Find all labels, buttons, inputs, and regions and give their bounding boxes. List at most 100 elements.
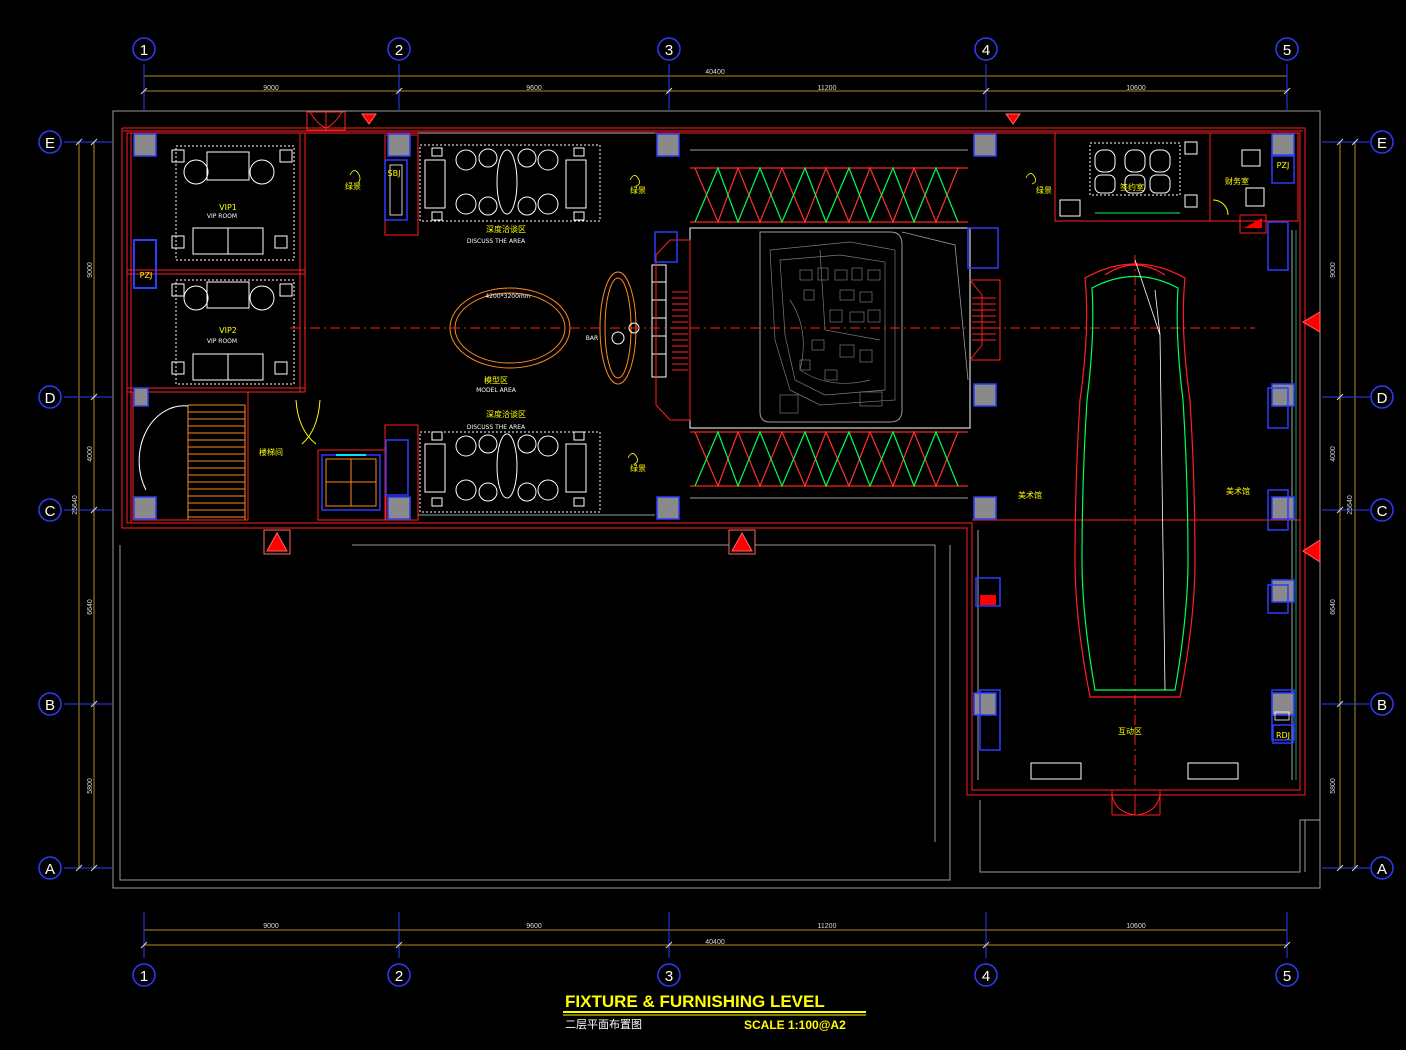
atrium-glass-upper: [690, 166, 968, 224]
sign-room: [1059, 141, 1198, 217]
stair-door-swing-2: [301, 399, 321, 445]
finance-room: [1212, 149, 1265, 216]
grid-bubble-row-e-left: E: [38, 130, 62, 154]
fire-hydrant-icon: [980, 595, 996, 605]
model-table-size: 4200*3200mm: [485, 293, 530, 300]
dim-bottom-total: 40400: [705, 939, 725, 946]
site-model: [769, 241, 896, 414]
stair-curve: [138, 405, 189, 491]
finance-label: 财务室: [1225, 176, 1249, 186]
dim-bottom-1: 9000: [263, 923, 279, 930]
svg-text:3: 3: [665, 42, 673, 59]
pzj-right-frame: [1271, 154, 1295, 184]
dimension-labels: 9000 9600 11200 10600 40400 9000 9600 11…: [72, 69, 1354, 946]
pzj-right-label: PZJ: [1277, 161, 1290, 170]
atrium-pillar-right-top: [967, 227, 999, 269]
green-label-2: 绿景: [630, 186, 646, 195]
svg-text:E: E: [1377, 135, 1387, 152]
bar-stool-icon: [611, 331, 625, 345]
discuss-lower-cn: 深度洽谈区: [486, 409, 526, 419]
svg-text:1: 1: [140, 42, 148, 59]
grid-bubble-row-b-right: B: [1370, 692, 1394, 716]
dim-top-2: 9600: [526, 85, 542, 92]
dim-bottom-4: 10600: [1126, 923, 1146, 930]
dim-top-3: 11200: [818, 85, 837, 92]
pzj-left-label: PZJ: [140, 271, 153, 280]
svg-text:4: 4: [982, 968, 990, 985]
grid-bubbles: 1 2 3 4 5 1 2 3 4 5 E D C B A E D C B A: [38, 37, 1394, 987]
grid-bubble-col-5-bottom: 5: [1275, 963, 1299, 987]
vip-room-2: [171, 279, 295, 385]
finance-door-frame: [1239, 214, 1267, 234]
main-entrance-doors: [1111, 794, 1161, 816]
dim-right-2: 4000: [1330, 446, 1337, 462]
discuss-lower-en: DISCUSS THE AREA: [467, 424, 526, 431]
grid-bubble-row-c-left: C: [38, 498, 62, 522]
svg-text:A: A: [45, 861, 55, 878]
sign-room-label: 签约室: [1120, 182, 1144, 192]
walls: [121, 111, 1306, 816]
model-area-en: MODEL AREA: [476, 387, 517, 394]
svg-text:D: D: [1377, 390, 1388, 407]
grid-bubble-col-4-top: 4: [974, 37, 998, 61]
grid-bubble-row-e-right: E: [1370, 130, 1394, 154]
stair-door-swing: [295, 399, 317, 445]
art-right-label: 美术馆: [1226, 486, 1250, 496]
dim-right-total: 25640: [1347, 495, 1354, 515]
svg-text:A: A: [1377, 861, 1387, 878]
grid-bubble-row-d-right: D: [1370, 385, 1394, 409]
svg-text:2: 2: [395, 968, 403, 985]
discuss-area-upper: [419, 144, 601, 222]
top-door: [309, 111, 343, 129]
dimension-lines: [78, 75, 1356, 946]
grid-bubble-row-b-left: B: [38, 692, 62, 716]
drawing-title: FIXTURE & FURNISHING LEVEL: [565, 992, 825, 1011]
dim-top-1: 9000: [263, 85, 279, 92]
elevator-box: [321, 454, 381, 511]
dim-top-4: 10600: [1126, 85, 1146, 92]
svg-text:B: B: [45, 697, 55, 714]
svg-text:1: 1: [140, 968, 148, 985]
dim-bottom-3: 11200: [818, 923, 837, 930]
inner-lines: [418, 132, 1297, 780]
grid-bubble-row-d-left: D: [38, 385, 62, 409]
grid-bubble-col-2-bottom: 2: [387, 963, 411, 987]
atrium-glass-lower: [690, 430, 968, 488]
rdj-cabinet: [1274, 711, 1290, 721]
bar-label: BAR: [586, 335, 598, 342]
rdj-frame: [1272, 724, 1294, 744]
dim-left-1: 9000: [87, 262, 94, 278]
vip-room-1: [171, 145, 295, 261]
svg-text:3: 3: [665, 968, 673, 985]
dim-right-3: 6640: [1330, 599, 1337, 615]
vip2-label: VIP2: [219, 326, 237, 335]
stair-label: 楼梯间: [259, 447, 283, 457]
grid-bubble-col-2-top: 2: [387, 37, 411, 61]
interactive-label: 互动区: [1118, 726, 1142, 736]
bench-left: [1030, 762, 1082, 780]
grid-bubble-row-a-left: A: [38, 856, 62, 880]
grid-bubble-col-1-bottom: 1: [132, 963, 156, 987]
site-outline: [112, 110, 1321, 889]
dim-left-2: 4000: [87, 446, 94, 462]
dim-right-4: 5800: [1330, 778, 1337, 794]
bench-right: [1187, 762, 1239, 780]
green-label-1: 绿景: [345, 182, 361, 191]
art-left-label: 美术馆: [1018, 490, 1042, 500]
display-cabinet: [651, 264, 667, 378]
svg-text:5: 5: [1283, 42, 1291, 59]
right-corridor: [975, 221, 1295, 751]
fire-box-icon: [1244, 218, 1262, 228]
drawing-subtitle: 二层平面布置图: [565, 1018, 642, 1031]
svg-text:E: E: [45, 135, 55, 152]
grid-bubble-row-c-right: C: [1370, 498, 1394, 522]
vip1-label: VIP1: [219, 203, 237, 212]
dim-left-3: 6640: [87, 599, 94, 615]
grid-bubble-row-a-right: A: [1370, 856, 1394, 880]
svg-text:C: C: [45, 503, 56, 520]
title-block: FIXTURE & FURNISHING LEVEL 二层平面布置图 SCALE…: [563, 992, 866, 1032]
discuss-area-lower: [419, 431, 601, 513]
water-bar: [384, 159, 409, 496]
discuss-upper-cn: 深度洽谈区: [486, 224, 526, 234]
